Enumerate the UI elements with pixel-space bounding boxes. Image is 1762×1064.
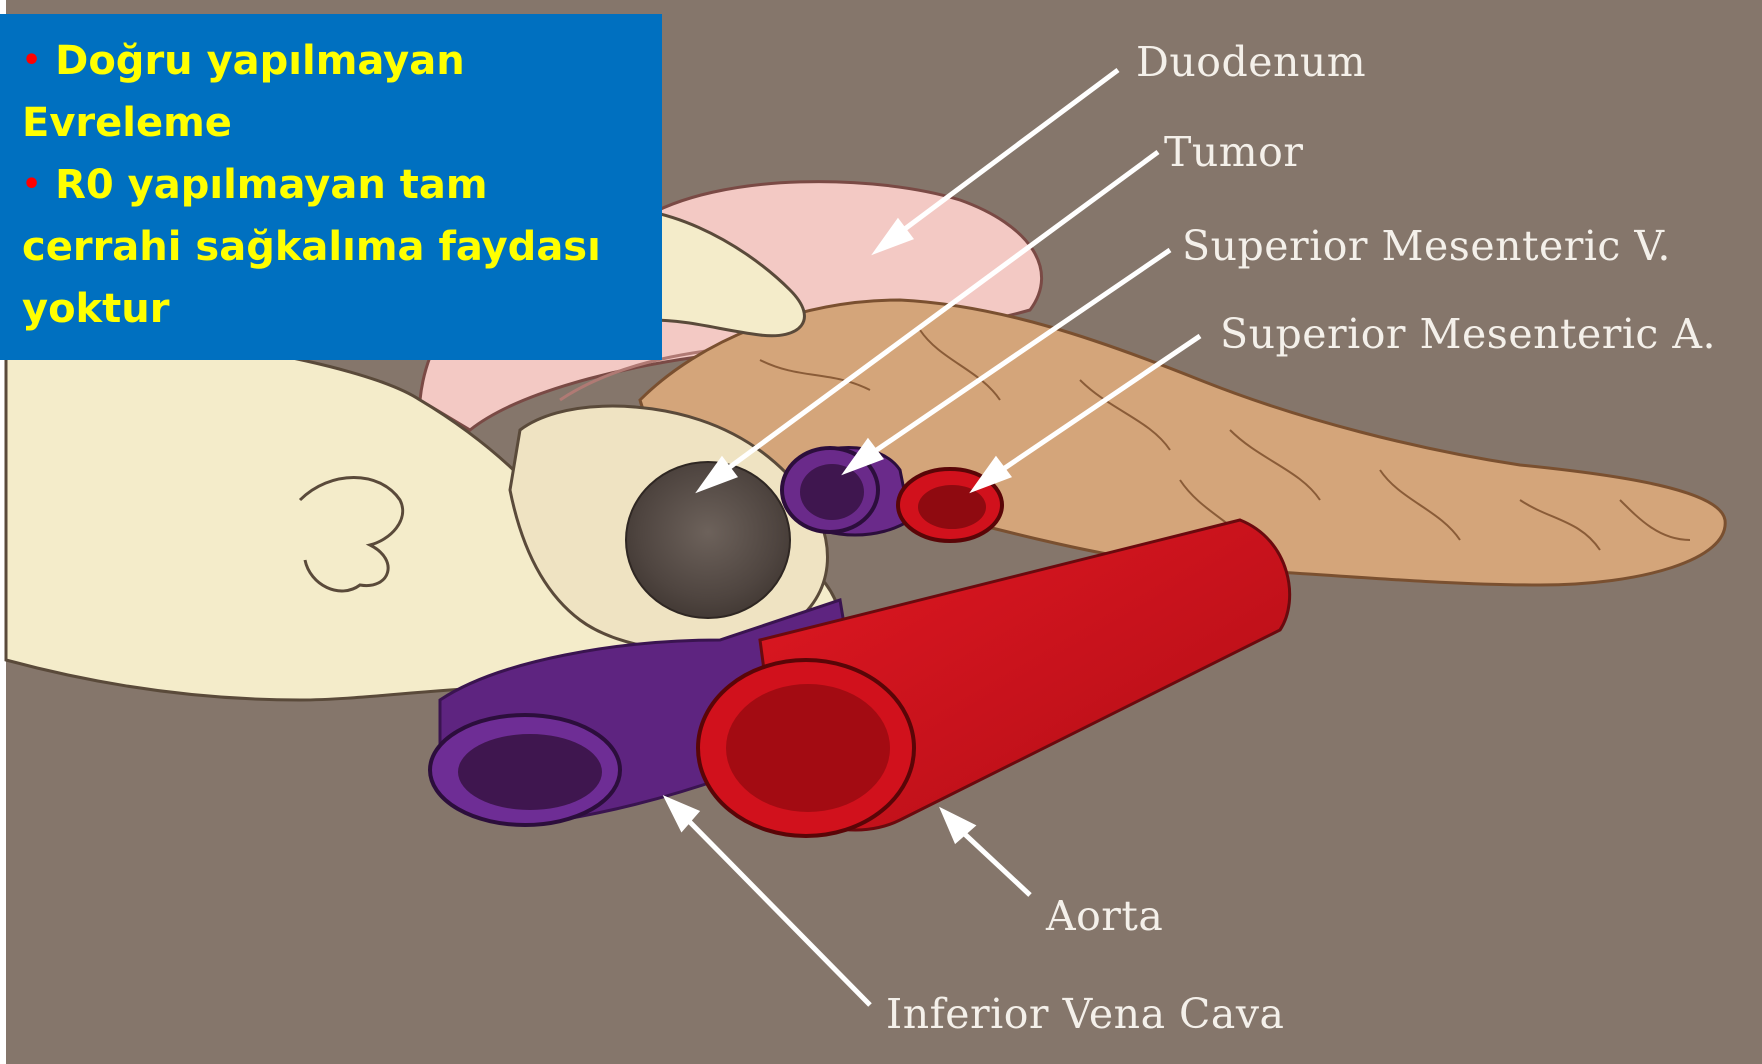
callout-text: Evreleme [22,100,232,146]
callout-line: cerrahi sağkalıma faydası [22,216,662,278]
callout-line: • R0 yapılmayan tam [22,154,662,216]
label-duodenum: Duodenum [1136,38,1366,86]
label-smv: Superior Mesenteric V. [1182,222,1671,270]
label-aorta: Aorta [1046,892,1163,940]
bullet-dot: • [22,43,41,78]
smv-lumen [800,464,864,520]
callout-text: Doğru yapılmayan [55,38,465,84]
callout-text: R0 yapılmayan tam [55,162,487,208]
ivc-lumen [458,734,602,810]
sma-lumen [918,485,986,529]
label-ivc: Inferior Vena Cava [886,990,1284,1038]
label-sma: Superior Mesenteric A. [1220,310,1716,358]
callout-line: yoktur [22,278,662,340]
aorta-lumen [726,684,890,812]
callout-text: cerrahi sağkalıma faydası [22,224,601,270]
label-tumor: Tumor [1164,128,1303,176]
fat-fold-left [300,478,403,591]
callout-line: • Doğru yapılmayan [22,30,662,92]
callout-text: yoktur [22,286,169,332]
callout-box: • Doğru yapılmayan Evreleme • R0 yapılma… [0,14,662,360]
callout-line: Evreleme [22,92,662,154]
bullet-dot: • [22,167,41,202]
